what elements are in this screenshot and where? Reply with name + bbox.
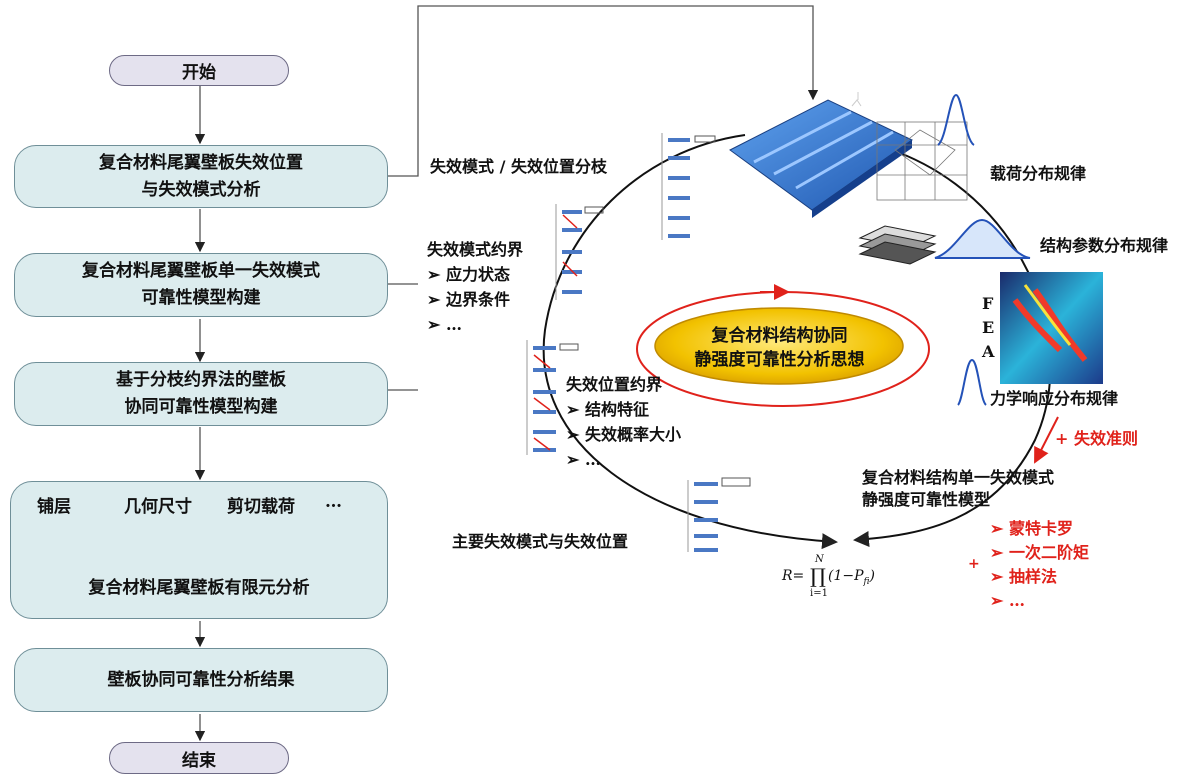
main-modes-label: 主要失效模式与失效位置	[452, 532, 629, 551]
response-dist-label: 力学响应分布规律	[990, 389, 1119, 408]
cycle-ring	[542, 134, 1052, 550]
step3-line2: 协同可靠性模型构建	[124, 397, 278, 417]
start-node: 开始	[109, 55, 289, 86]
branch-tree-top	[661, 133, 716, 240]
step4-title: 复合材料尾翼壁板有限元分析	[88, 578, 310, 598]
step1-line2: 与失效模式分析	[141, 179, 261, 200]
input-more: …	[325, 492, 342, 512]
branch-tree-bottom	[687, 477, 751, 552]
mode-bound-item3: ➢ …	[427, 315, 462, 334]
position-bound: 失效位置约界 ➢ 结构特征 ➢ 失效概率大小 ➢ …	[566, 372, 681, 472]
panel-illustration	[729, 92, 913, 218]
position-bound-title: 失效位置约界	[566, 375, 663, 394]
criterion-label: + 失效准则	[1055, 429, 1138, 448]
input-geometry: 几何尺寸	[124, 497, 192, 517]
step4-box: 复合材料尾翼壁板有限元分析	[10, 481, 388, 619]
laminate-illustration	[858, 218, 1031, 265]
position-bound-item1: ➢ 结构特征	[566, 400, 649, 419]
response-pdf	[957, 358, 987, 406]
step2-box: 复合材料尾翼壁板单一失效模式 可靠性模型构建	[14, 253, 388, 317]
mode-bound-item2: ➢ 边界条件	[427, 290, 510, 309]
load-drawing	[876, 93, 975, 201]
step3-line1: 基于分枝约界法的壁板	[116, 370, 286, 390]
step1-box: 复合材料尾翼壁板失效位置 与失效模式分析	[14, 145, 388, 208]
single-model-label: 复合材料结构单一失效模式 静强度可靠性模型	[862, 468, 1055, 509]
mode-bound-item1: ➢ 应力状态	[427, 265, 510, 284]
fea-plot	[1000, 272, 1103, 384]
center-gold-ellipse	[654, 307, 904, 385]
step5-box: 壁板协同可靠性分析结果	[14, 648, 388, 712]
step2-line1: 复合材料尾翼壁板单一失效模式	[82, 261, 320, 281]
fea-label: F E A	[982, 294, 995, 361]
methods-list: ➢ 蒙特卡罗 ➢ 一次二阶矩 ➢ 抽样法 ➢ …	[990, 519, 1089, 610]
position-bound-item3: ➢ …	[566, 450, 601, 469]
struct-dist-label: 结构参数分布规律	[1040, 236, 1169, 255]
center-line1: 复合材料结构协同	[711, 326, 848, 346]
position-bound-item2: ➢ 失效概率大小	[566, 425, 681, 444]
input-layup: 铺层	[37, 497, 71, 517]
branch-label: 失效模式 / 失效位置分枝	[430, 157, 607, 176]
plus-sign: +	[968, 556, 980, 572]
end-node: 结束	[109, 742, 289, 774]
mode-bound-title: 失效模式约界	[427, 240, 524, 259]
load-dist-label: 载荷分布规律	[990, 164, 1087, 183]
step2-line2: 可靠性模型构建	[141, 288, 261, 308]
mode-bound: 失效模式约界 ➢ 应力状态 ➢ 边界条件 ➢ …	[427, 237, 523, 337]
center-text: 复合材料结构协同 静强度可靠性分析思想	[692, 324, 867, 372]
center-line2: 静强度可靠性分析思想	[694, 350, 865, 370]
input-shear-load: 剪切载荷	[227, 497, 295, 517]
branch-tree-low	[526, 340, 579, 455]
step3-box: 基于分枝约界法的壁板 协同可靠性模型构建	[14, 362, 388, 426]
flow-arrows	[49, 5, 819, 742]
branch-tree-mid	[555, 204, 604, 300]
step1-line1: 复合材料尾翼壁板失效位置	[99, 152, 303, 173]
